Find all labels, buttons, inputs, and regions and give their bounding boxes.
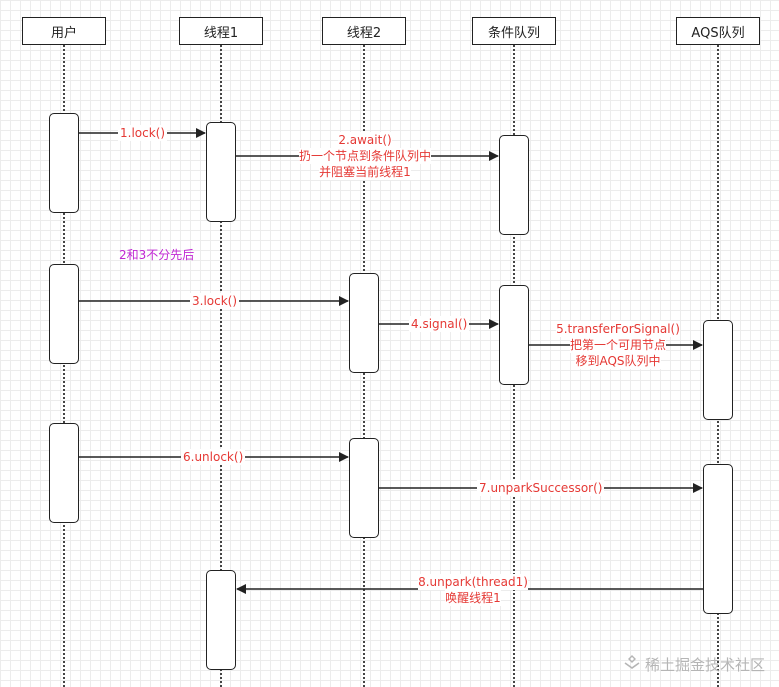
label-5-line3: 移到AQS队列中 xyxy=(575,353,661,369)
watermark-text: 稀土掘金技术社区 xyxy=(644,656,765,674)
label-5-line1: 5.transferForSignal() xyxy=(556,321,680,337)
lifeline-user xyxy=(63,45,65,687)
label-3-lock: 3.lock() xyxy=(190,293,240,309)
label-5-transfer: 5.transferForSignal() 把第一个可用节点 移到AQS队列中 xyxy=(551,321,685,369)
participant-thread1: 线程1 xyxy=(179,17,263,45)
activation-user-1 xyxy=(49,113,79,213)
activation-thread1-1 xyxy=(206,122,236,222)
participant-condition-queue: 条件队列 xyxy=(472,17,556,45)
activation-condition-queue-1 xyxy=(499,135,529,235)
label-4-signal: 4.signal() xyxy=(409,316,470,332)
label-8-line1: 8.unpark(thread1) xyxy=(418,574,528,590)
label-2-line3: 并阻塞当前线程1 xyxy=(319,164,411,180)
participant-aqs-queue-label: AQS队列 xyxy=(691,25,745,41)
note-order: 2和3不分先后 xyxy=(119,248,195,262)
activation-aqs-queue-2 xyxy=(703,464,733,614)
activation-aqs-queue-1 xyxy=(703,320,733,420)
participant-aqs-queue: AQS队列 xyxy=(676,17,760,45)
label-3-text: 3.lock() xyxy=(192,294,238,308)
label-2-line1: 2.await() xyxy=(338,132,392,148)
label-8-unpark: 8.unpark(thread1) 唤醒线程1 xyxy=(413,574,533,606)
label-7-text: 7.unparkSuccessor() xyxy=(479,481,603,495)
participant-thread2-label: 线程2 xyxy=(346,25,382,41)
activation-user-3 xyxy=(49,423,79,523)
activation-thread2-2 xyxy=(349,438,379,538)
activation-thread1-2 xyxy=(206,570,236,670)
participant-thread2: 线程2 xyxy=(322,17,406,45)
label-4-text: 4.signal() xyxy=(411,317,468,331)
label-8-line2: 唤醒线程1 xyxy=(445,590,501,606)
participant-condition-queue-label: 条件队列 xyxy=(487,25,540,41)
label-5-line2: 把第一个可用节点 xyxy=(569,337,666,353)
label-2-line2: 扔一个节点到条件队列中 xyxy=(298,148,431,164)
label-6-unlock: 6.unlock() xyxy=(181,449,246,465)
watermark: 稀土掘金技术社区 xyxy=(623,654,765,675)
activation-thread2-1 xyxy=(349,273,379,373)
lifeline-thread1 xyxy=(220,45,222,687)
participant-user-label: 用户 xyxy=(50,25,77,41)
label-7-unpark-successor: 7.unparkSuccessor() xyxy=(477,480,605,496)
watermark-logo-icon xyxy=(623,654,641,675)
label-1-text: 1.lock() xyxy=(120,126,166,140)
participant-thread1-label: 线程1 xyxy=(203,25,239,41)
label-6-text: 6.unlock() xyxy=(183,450,244,464)
activation-condition-queue-2 xyxy=(499,285,529,385)
activation-user-2 xyxy=(49,264,79,364)
label-2-await: 2.await() 扔一个节点到条件队列中 并阻塞当前线程1 xyxy=(276,132,454,180)
label-1-lock: 1.lock() xyxy=(118,125,168,141)
participant-user: 用户 xyxy=(22,17,106,45)
